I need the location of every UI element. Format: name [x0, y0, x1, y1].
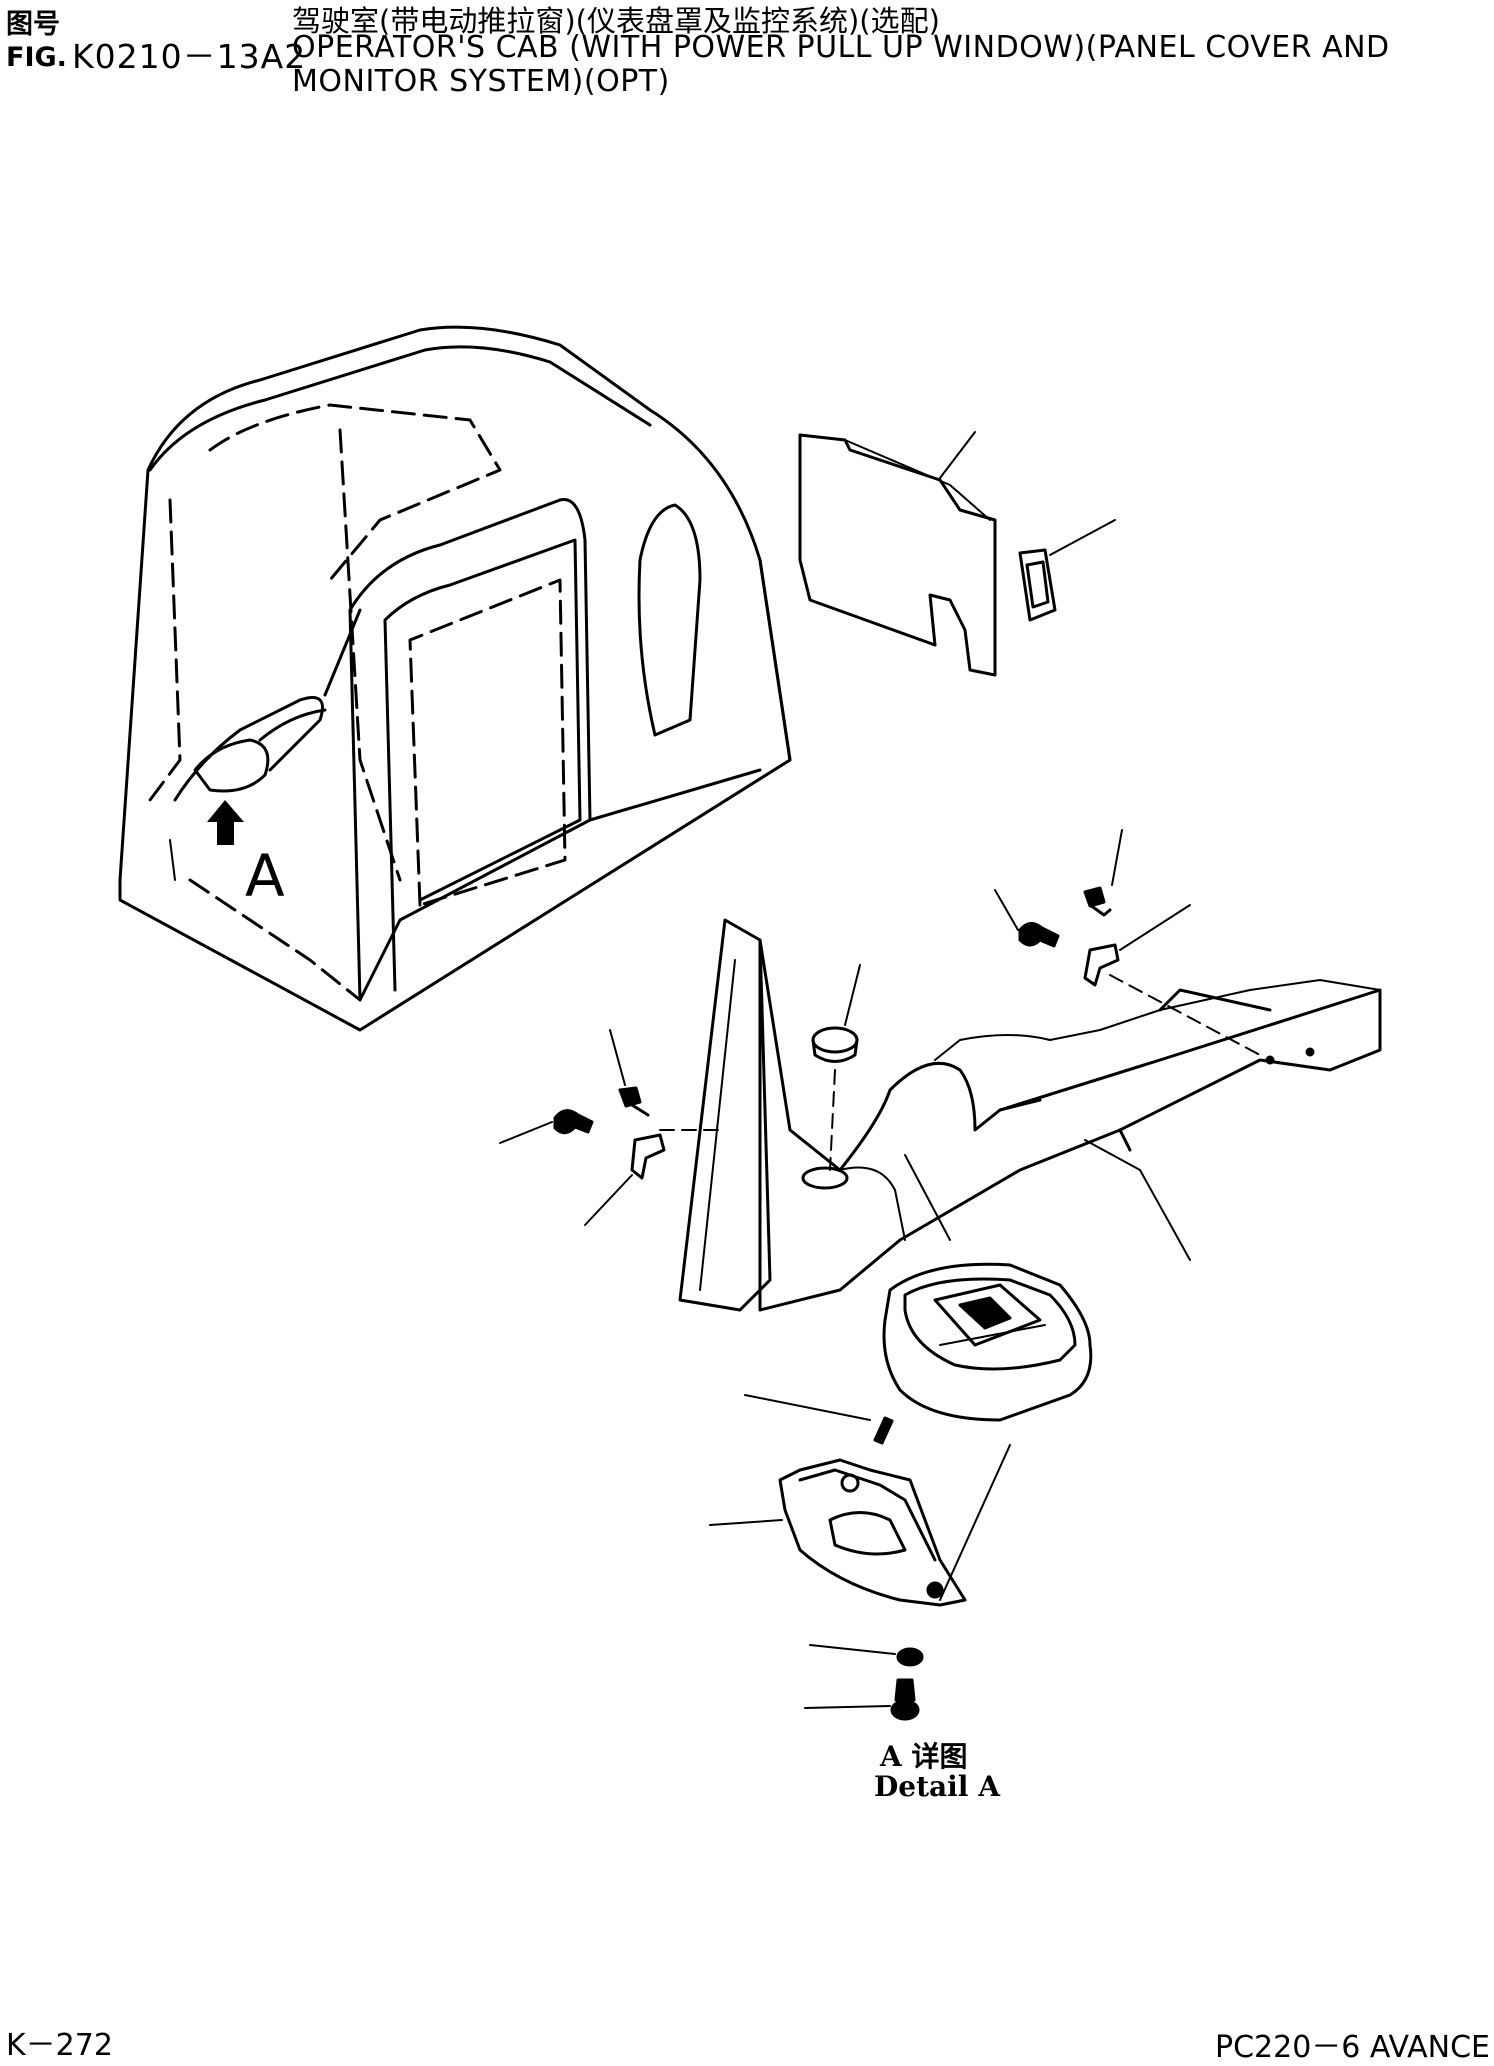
- detail-label-chinese: A 详图: [880, 1740, 968, 1773]
- figure-label: FIG.: [6, 42, 67, 73]
- bolt-right-upper: [1083, 829, 1123, 917]
- bolt-left-upper: [609, 1029, 650, 1117]
- rear-panel: [798, 431, 997, 677]
- bolt-left-lower: [499, 1109, 594, 1144]
- figure-label-chinese: 图号: [6, 9, 60, 40]
- page-number: K－272: [6, 2028, 113, 2063]
- rear-clip: [1018, 519, 1116, 622]
- console-panel: [678, 918, 1382, 1312]
- bolt-detail: [804, 1678, 920, 1721]
- title-chinese: 驾驶室(带电动推拉窗)(仪表盘罩及监控系统)(选配): [292, 4, 940, 38]
- view-letter: A: [245, 842, 285, 910]
- view-arrow-icon: [207, 800, 244, 845]
- title-english-line-1: OPERATOR'S CAB (WITH POWER PULL UP WINDO…: [292, 30, 1390, 65]
- monitor-unit: [882, 1154, 1093, 1422]
- title-english-line-2: MONITOR SYSTEM)(OPT): [292, 64, 670, 99]
- operator-cab: [118, 325, 792, 1032]
- washer: [809, 1644, 924, 1667]
- figure-code: K0210－13A2: [72, 37, 307, 76]
- bracket-left: [584, 1129, 721, 1226]
- detail-label: Detail A: [874, 1770, 1000, 1803]
- grommet: [811, 964, 861, 1171]
- bolt-right-lower: [994, 889, 1060, 948]
- model-name: PC220－6 AVANCE: [1215, 2030, 1490, 2065]
- bracket-right: [1083, 904, 1261, 1056]
- detail-a-bracket: [709, 1394, 1011, 1607]
